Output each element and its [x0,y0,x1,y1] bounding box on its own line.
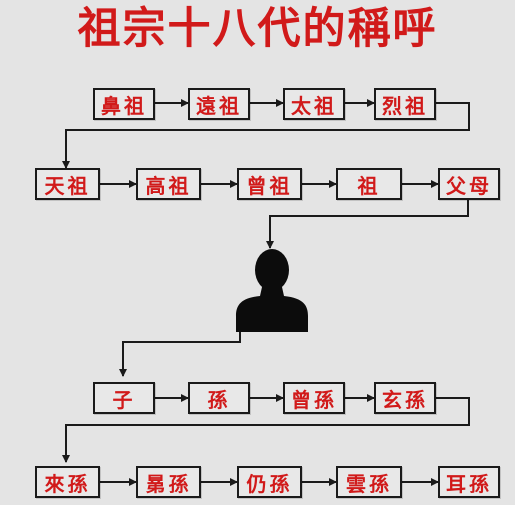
node-ancestor-r2-2: 高祖 [136,168,201,200]
node-descendant-r3-2: 孫 [188,382,250,414]
connector-r1-r2 [62,102,470,169]
node-descendant-r3-3: 曾孫 [283,382,345,414]
page-title: 祖宗十八代的稱呼 [77,4,438,54]
node-descendant-r4-5: 耳孫 [438,466,500,498]
node-parents: 父母 [438,168,500,200]
connector-r3-r4 [62,397,470,463]
node-descendant-r3-4: 玄孫 [374,382,436,414]
node-descendant-r4-1: 來孫 [35,466,100,498]
node-descendant-r4-4: 雲孫 [336,466,402,498]
node-descendant-r4-3: 仍孫 [237,466,302,498]
connector-r2-self [266,200,469,249]
node-ancestor-r2-1: 天祖 [35,168,100,200]
node-descendant-r3-1: 子 [93,382,155,414]
connector-self-r3 [119,330,241,377]
node-ancestor-r1-1: 鼻祖 [93,88,155,120]
node-ancestor-r1-4: 烈祖 [374,88,436,120]
node-ancestor-r1-2: 遠祖 [188,88,250,120]
node-ancestor-r2-3: 曾祖 [237,168,302,200]
node-ancestor-r2-4: 祖 [336,168,402,200]
node-ancestor-r1-3: 太祖 [283,88,345,120]
node-descendant-r4-2: 晜孫 [136,466,201,498]
